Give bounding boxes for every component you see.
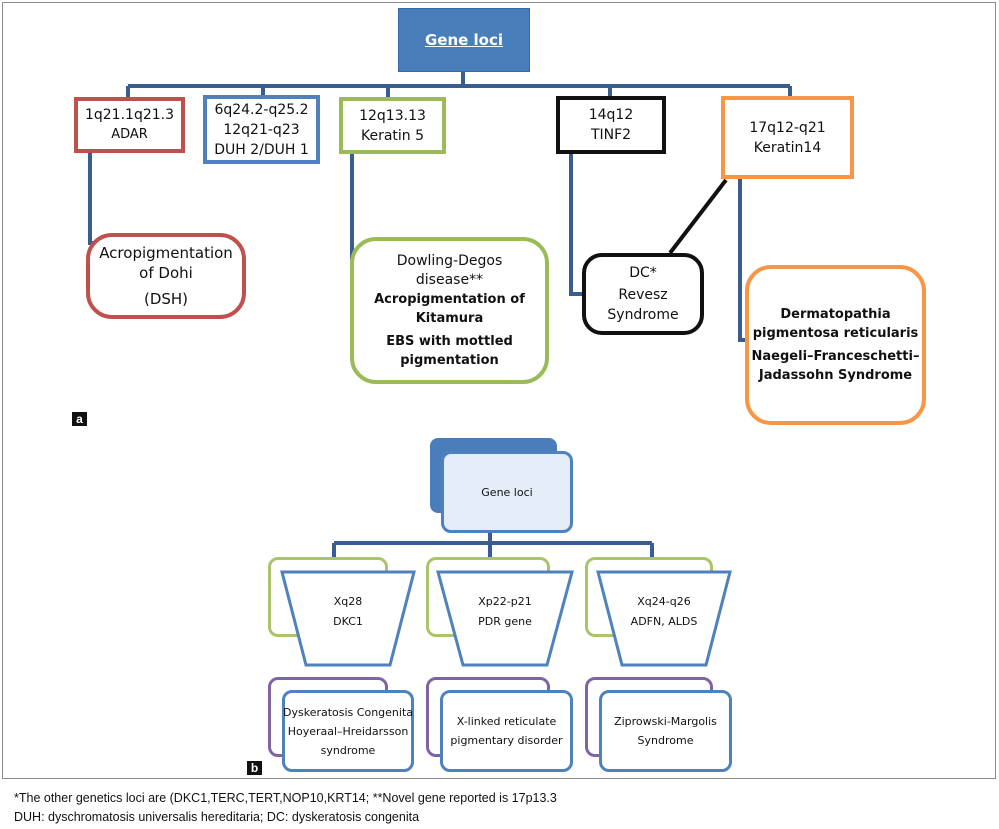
footnote-abbreviations: DUH: dyschromatosis universalis heredita… — [14, 810, 420, 824]
gene-text: DKC1 — [333, 615, 363, 628]
locus-text: Xq24-q26 — [637, 595, 691, 608]
disease-text: EBS with mottled — [386, 333, 513, 349]
disease-text: Syndrome — [637, 734, 694, 747]
locus-text: 12q13.13 — [359, 107, 426, 124]
locus-text: 12q21-q23 — [223, 121, 300, 138]
gene-text: DUH 2/DUH 1 — [214, 141, 309, 158]
disease-text: Dermatopathia — [780, 307, 891, 322]
disease-box-dermatopathia: Dermatopathia pigmentosa reticularis Nae… — [745, 265, 926, 425]
disease-text: Revesz — [618, 287, 668, 303]
disease-text: Dowling-Degos — [396, 252, 503, 269]
locus-text: 14q12 — [588, 107, 634, 123]
disease-text: DC* — [629, 265, 657, 281]
locus-text-xq28: Xq28 DKC1 — [300, 590, 396, 634]
gene-text: PDR gene — [478, 615, 532, 628]
locus-text-xq24: Xq24-q26 ADFN, ALDS — [616, 590, 712, 634]
locus-box-6q24: 6q24.2-q25.2 12q21-q23 DUH 2/DUH 1 — [203, 95, 320, 164]
disease-text: Syndrome — [607, 307, 679, 323]
disease-text: Hoyeraal–Hreidarsson — [287, 724, 409, 738]
root-node-a: Gene loci — [398, 8, 530, 72]
locus-text: 6q24.2-q25.2 — [214, 101, 309, 118]
disease-text: Acropigmentation — [99, 244, 233, 262]
gene-text: TINF2 — [590, 127, 632, 143]
locus-text: Xq28 — [333, 595, 363, 608]
disease-text: pigmentosa reticularis — [752, 326, 919, 341]
disease-box-dkc: Dyskeratosis Congenita Hoyeraal–Hreidars… — [282, 690, 414, 772]
disease-text: syndrome — [320, 743, 376, 757]
gene-text: Keratin 5 — [360, 127, 425, 144]
disease-box-xlrpd: X-linked reticulate pigmentary disorder — [440, 690, 573, 772]
locus-text: 17q12-q21 — [749, 119, 826, 136]
disease-text: pigmentary disorder — [450, 734, 563, 747]
disease-box-dowling-degos: Dowling-Degos disease** Acropigmentation… — [350, 237, 549, 384]
gene-text: Keratin14 — [753, 139, 822, 156]
disease-box-dohi: Acropigmentation of Dohi (DSH) — [86, 233, 246, 319]
disease-box-dc-revesz: DC* Revesz Syndrome — [582, 253, 704, 335]
panel-label-a: a — [72, 412, 87, 426]
locus-box-17q12: 17q12-q21 Keratin14 — [721, 96, 854, 179]
panel-label-b: b — [247, 761, 262, 775]
root-node-b: Gene loci — [441, 451, 573, 533]
disease-text: Jadassohn Syndrome — [758, 368, 913, 383]
locus-text: Xp22-p21 — [478, 595, 532, 608]
disease-text: Kitamura — [415, 310, 484, 326]
root-label-b: Gene loci — [481, 485, 533, 499]
figure-frame — [2, 2, 996, 779]
locus-box-12q13: 12q13.13 Keratin 5 — [339, 97, 446, 154]
disease-text: pigmentation — [400, 352, 499, 368]
disease-box-ziprowski: Ziprowski-Margolis Syndrome — [599, 690, 732, 772]
gene-text: ADAR — [111, 127, 148, 142]
gene-text: ADFN, ALDS — [630, 615, 698, 628]
disease-text: Dyskeratosis Congenita — [283, 705, 413, 719]
locus-text-xp22: Xp22-p21 PDR gene — [457, 590, 553, 634]
disease-text: of Dohi — [139, 264, 193, 282]
footnote-other-loci: *The other genetics loci are (DKC1,TERC,… — [14, 791, 557, 805]
root-label-a: Gene loci — [424, 31, 504, 49]
locus-text: 1q21.1q21.3 — [84, 107, 175, 123]
disease-text: Ziprowski-Margolis — [614, 715, 717, 728]
disease-text: X-linked reticulate — [456, 715, 557, 728]
disease-text: (DSH) — [143, 290, 189, 308]
locus-box-14q12: 14q12 TINF2 — [556, 96, 666, 154]
disease-text: disease** — [415, 271, 484, 288]
locus-box-1q21: 1q21.1q21.3 ADAR — [74, 97, 185, 153]
disease-text: Naegeli–Franceschetti– — [751, 349, 920, 364]
disease-text: Acropigmentation of — [374, 291, 525, 307]
